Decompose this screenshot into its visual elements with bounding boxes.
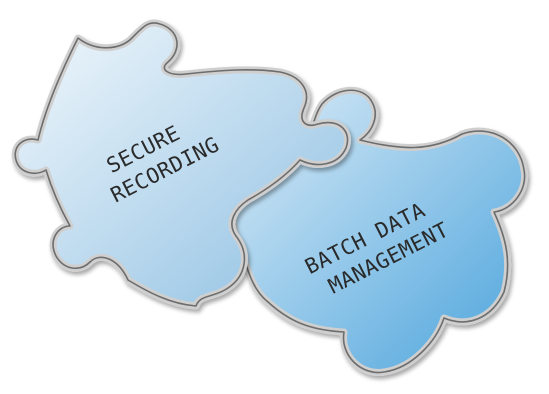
puzzle-piece-left-outline [14, 22, 349, 307]
puzzle-piece-right-outline [231, 89, 526, 374]
puzzle-piece-secure-recording [11, 19, 351, 310]
